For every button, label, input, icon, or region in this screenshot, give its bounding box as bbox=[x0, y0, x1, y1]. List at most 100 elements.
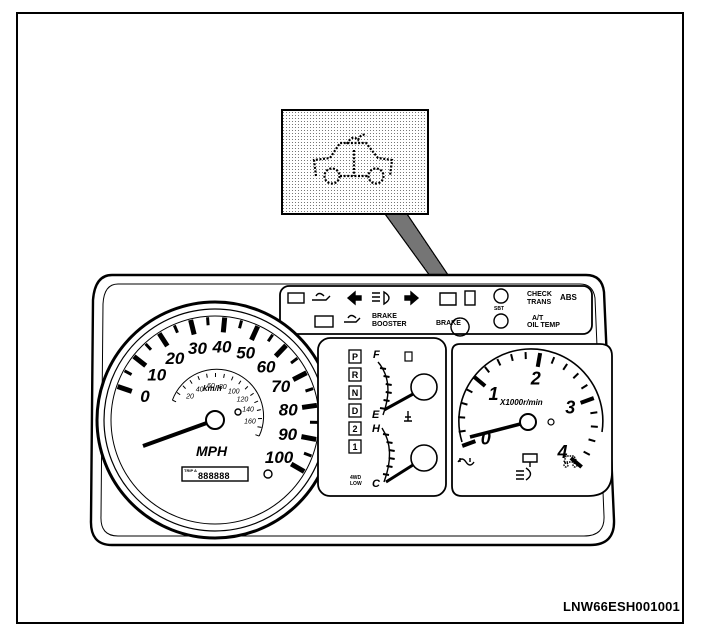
mph-major-tick bbox=[188, 319, 197, 336]
tach-ticks bbox=[458, 352, 598, 469]
temp-gauge-hub bbox=[410, 444, 438, 472]
mph-major-tick bbox=[300, 434, 317, 442]
mph-tick-label: 60 bbox=[257, 357, 276, 376]
mph-minor-tick bbox=[172, 324, 179, 334]
tach-tick-label: 3 bbox=[565, 398, 575, 418]
turn-left-icon bbox=[346, 290, 362, 306]
at-oil-temp-line2: OIL TEMP bbox=[527, 322, 560, 329]
kmh-tick bbox=[197, 376, 200, 381]
oil-level-icon bbox=[344, 314, 361, 323]
battery-icon bbox=[287, 292, 305, 304]
high-beam-icon bbox=[372, 290, 390, 306]
kmh-tick-label: 60 bbox=[207, 383, 215, 390]
oil-pressure-icon bbox=[312, 292, 331, 301]
kmh-tick bbox=[172, 399, 177, 403]
mph-tick-label: 100 bbox=[265, 448, 294, 467]
mph-major-tick bbox=[220, 317, 228, 333]
mph-major-tick bbox=[292, 370, 308, 382]
tach-bottom-icons bbox=[457, 453, 579, 481]
tachometer-hub bbox=[519, 413, 537, 431]
kmh-tick bbox=[250, 392, 254, 396]
mph-unit-label: MPH bbox=[196, 443, 228, 459]
mph-minor-tick bbox=[206, 317, 210, 326]
kmh-tick-label: 160 bbox=[244, 418, 256, 425]
gear-box bbox=[348, 421, 362, 436]
brake-icon bbox=[450, 317, 470, 337]
at-oil-temp-line1: A/T bbox=[532, 315, 544, 322]
mph-minor-tick bbox=[238, 320, 244, 329]
gauge-tick bbox=[388, 449, 395, 452]
brake-booster-label: BRAKE BOOSTER bbox=[372, 313, 407, 328]
fuel-gauge: F E bbox=[372, 349, 438, 421]
vehicle-lift-warning-icon bbox=[312, 133, 394, 185]
warning-icons-row-bottom bbox=[314, 313, 509, 337]
mph-tick-label: 20 bbox=[164, 349, 184, 368]
tach-minor-tick bbox=[510, 353, 514, 362]
seatbelt-icon bbox=[493, 288, 509, 304]
kmh-tick-label: 100 bbox=[228, 388, 240, 395]
kmh-tick bbox=[206, 373, 208, 378]
tach-major-tick bbox=[579, 396, 595, 405]
tach-minor-tick bbox=[572, 372, 580, 379]
fuel-empty-label: E bbox=[372, 409, 380, 421]
kmh-unit-label: km/h bbox=[203, 384, 222, 393]
speedometer-hub bbox=[205, 410, 225, 430]
tach-minor-tick bbox=[484, 366, 491, 373]
tach-minor-tick bbox=[458, 429, 466, 433]
coolant-icon bbox=[404, 411, 412, 422]
tachometer-pin bbox=[547, 418, 555, 426]
mph-tick-label: 0 bbox=[140, 387, 150, 406]
mph-tick-label: 40 bbox=[212, 337, 232, 356]
center-gauge-panel bbox=[317, 337, 447, 497]
gauge-tick bbox=[385, 383, 392, 386]
gauge-tick bbox=[383, 399, 390, 402]
check-trans-line1: CHECK bbox=[527, 291, 552, 298]
kmh-tick-label: 140 bbox=[242, 407, 254, 414]
mph-minor-tick bbox=[305, 387, 314, 393]
brake-label: BRAKE bbox=[436, 320, 461, 327]
fuel-gauge-hub bbox=[410, 373, 438, 401]
speedometer-pin bbox=[234, 408, 242, 416]
fog-light-icon bbox=[516, 467, 532, 481]
gear-label: R bbox=[352, 370, 359, 380]
fuel-pump-icon bbox=[404, 351, 413, 362]
callout-box bbox=[281, 109, 429, 215]
warning-icons-row-top bbox=[287, 288, 509, 306]
tach-minor-tick bbox=[590, 411, 598, 415]
gauge-tick bbox=[379, 367, 387, 370]
mph-tick-label: 30 bbox=[188, 339, 207, 358]
kmh-tick-label: 120 bbox=[237, 396, 249, 403]
tachometer-dial-arc bbox=[458, 348, 604, 443]
tach-minor-tick bbox=[465, 388, 473, 394]
tachometer-needle bbox=[469, 420, 529, 439]
mph-major-tick bbox=[132, 354, 148, 368]
mph-major-tick bbox=[289, 461, 306, 474]
mph-tick-label: 90 bbox=[278, 425, 297, 444]
mph-major-tick bbox=[157, 332, 170, 348]
kmh-tick-label: 20 bbox=[185, 393, 194, 400]
gear-box bbox=[348, 403, 362, 418]
exhaust-brake-icon bbox=[439, 292, 457, 306]
gauge-tick bbox=[385, 391, 392, 394]
mph-major-tick bbox=[301, 402, 318, 410]
mph-minor-tick bbox=[123, 369, 133, 376]
tach-minor-tick bbox=[460, 401, 468, 406]
speedometer-needle bbox=[142, 418, 216, 448]
gear-label: 2 bbox=[352, 424, 357, 434]
tach-minor-tick bbox=[588, 438, 596, 443]
gear-box bbox=[348, 349, 362, 364]
tach-tick-label: 1 bbox=[489, 384, 499, 404]
kmh-tick-label: 80 bbox=[219, 384, 227, 391]
tach-minor-tick bbox=[583, 450, 591, 456]
mph-major-tick bbox=[249, 325, 260, 341]
glow-icon bbox=[493, 313, 509, 329]
mph-major-tick bbox=[116, 384, 133, 394]
at-oil-temp-label: A/T OIL TEMP bbox=[527, 315, 560, 329]
sbt-label: SBT bbox=[494, 306, 504, 312]
kmh-tick bbox=[254, 400, 259, 404]
temp-gauge: H C bbox=[372, 411, 438, 490]
gear-label: 1 bbox=[352, 442, 357, 452]
